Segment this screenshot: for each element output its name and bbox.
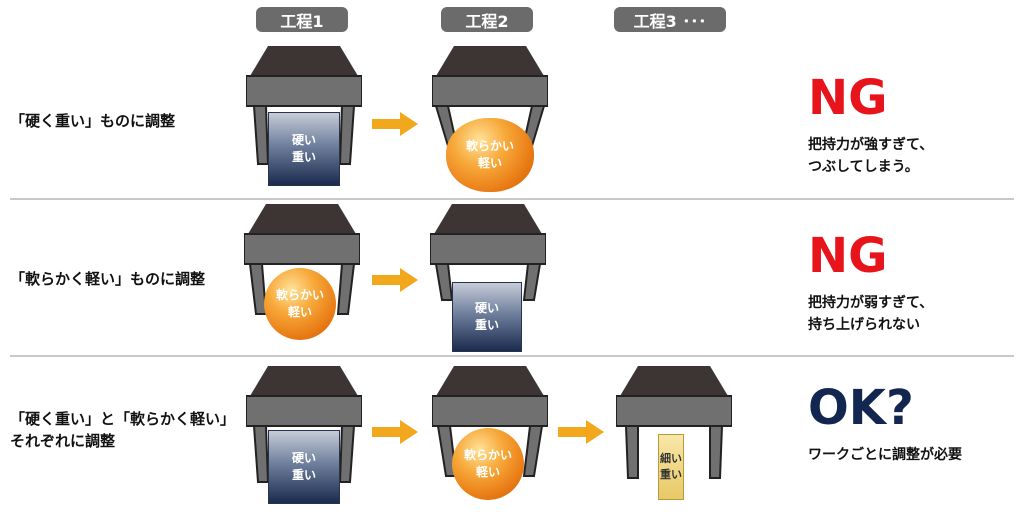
- verdict-ok: OK?: [808, 380, 914, 436]
- verdict-ng-2: NG: [808, 228, 888, 284]
- arrow-right-icon: [372, 112, 418, 136]
- hard-heavy-object: 硬い重い: [268, 112, 340, 186]
- row-2-label: 「軟らかく軽い」ものに調整: [10, 270, 206, 288]
- row-3-note: ワークごとに調整が必要: [808, 447, 962, 463]
- arrow-right-icon: [558, 420, 604, 444]
- row-3-label: 「硬く重い」と「軟らかく軽い」 それぞれに調整: [10, 410, 236, 450]
- row-divider: [10, 355, 1014, 357]
- verdict-ng-1: NG: [808, 70, 888, 126]
- soft-light-object: 軟らかい軽い: [452, 428, 524, 500]
- soft-light-object: 軟らかい軽い: [264, 268, 336, 340]
- hard-heavy-object-dropped: 硬い重い: [452, 282, 522, 352]
- row-divider: [10, 198, 1014, 200]
- step-label-2: 工程2: [441, 7, 533, 32]
- gripper-icon: [430, 204, 546, 344]
- step-label-1: 工程1: [256, 7, 348, 32]
- gripper-icon: [432, 46, 548, 186]
- soft-light-object-squashed: 軟らかい軽い: [446, 118, 534, 192]
- gripper-icon: [246, 46, 362, 186]
- gripper-icon: [244, 204, 360, 344]
- arrow-right-icon: [372, 268, 418, 292]
- gripper-icon: [616, 366, 732, 506]
- gripper-icon: [246, 366, 362, 506]
- hard-heavy-object: 硬い重い: [268, 430, 340, 504]
- step-label-3: 工程3 ･･･: [614, 7, 726, 32]
- thin-heavy-object: 細い重い: [658, 434, 684, 500]
- row-2-note: 把持力が弱すぎて、 持ち上げられない: [808, 295, 934, 333]
- gripper-icon: [432, 366, 548, 506]
- arrow-right-icon: [372, 420, 418, 444]
- row-1-label: 「硬く重い」ものに調整: [10, 112, 176, 130]
- row-1-note: 把持力が強すぎて、 つぶしてしまう。: [808, 137, 934, 175]
